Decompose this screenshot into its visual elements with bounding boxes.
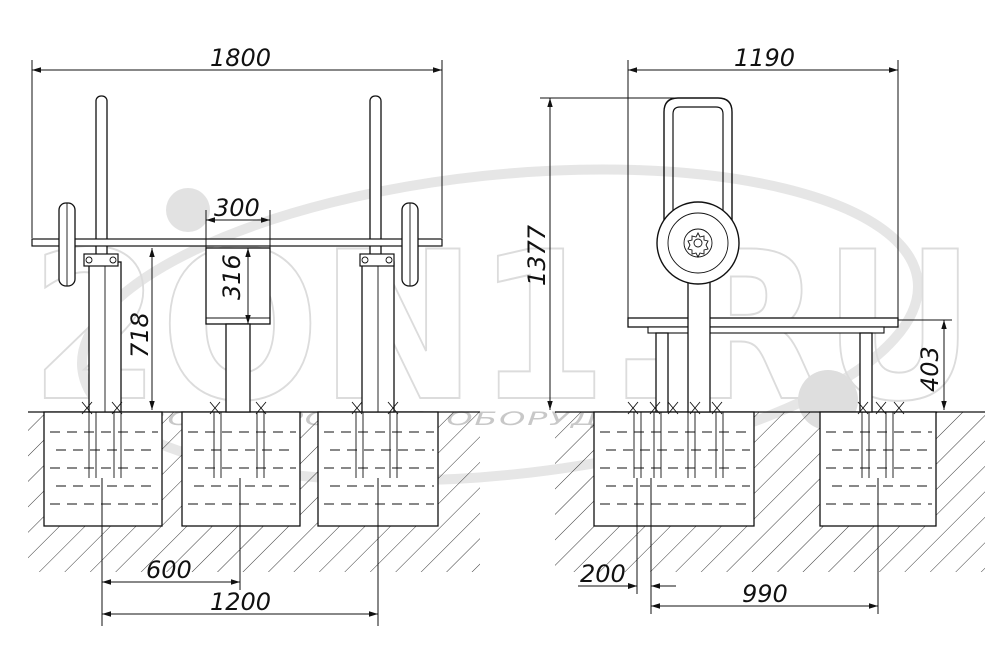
- barbell-bar: [31, 238, 443, 247]
- seat-block: [205, 247, 271, 325]
- concrete-base: [43, 411, 163, 527]
- dim-base-spacing: 990: [742, 580, 788, 608]
- dim-seat-height: 316: [218, 254, 246, 300]
- dim-overall-height: 1377: [523, 224, 551, 286]
- weight-plate-side: [656, 201, 740, 285]
- dim-bench-height: 403: [916, 346, 944, 392]
- concrete-base: [593, 411, 755, 527]
- bench-top: [627, 317, 899, 328]
- dim-overall-width: 1800: [210, 44, 271, 72]
- gear-icon: [687, 231, 709, 259]
- side-dimensions: 1190 1377 403 200 990: [523, 44, 952, 614]
- rack-post: [687, 275, 711, 413]
- front-dimensions: 1800 300 316 718 600 1200: [31, 44, 443, 626]
- bench-leg: [859, 332, 873, 413]
- dim-seat-width: 300: [214, 194, 260, 222]
- seat-post: [225, 323, 251, 413]
- dim-overall-depth: 1190: [734, 44, 795, 72]
- front-concrete-bases: [43, 411, 439, 527]
- concrete-base: [181, 411, 301, 527]
- upright-handle: [369, 95, 382, 263]
- handle-loop: [663, 97, 733, 238]
- dim-base-spacing-small: 600: [146, 556, 192, 584]
- bench-leg: [655, 332, 669, 413]
- side-concrete-bases: [593, 411, 937, 527]
- upright-handle: [95, 95, 108, 263]
- dim-bar-height: 718: [126, 312, 154, 358]
- front-view-frame: [31, 95, 443, 415]
- dim-post-offset: 200: [580, 560, 626, 588]
- dim-base-spacing-large: 1200: [210, 588, 271, 616]
- side-view-frame: [627, 97, 905, 415]
